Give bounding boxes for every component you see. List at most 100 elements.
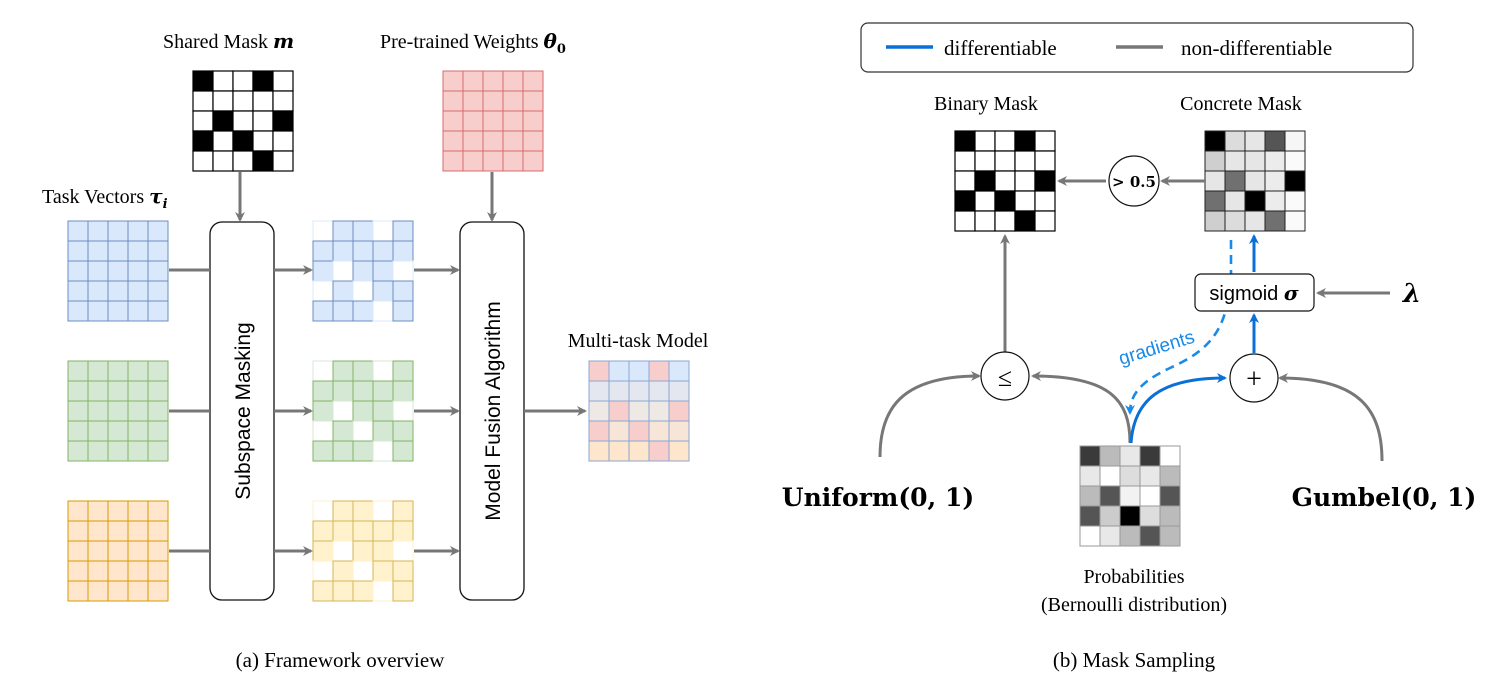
- grid-cell: [272, 90, 294, 112]
- grid-cell: [147, 380, 169, 402]
- grid-cell: [352, 580, 374, 602]
- grid-cell: [352, 240, 374, 262]
- multitask-model-grid: [588, 360, 690, 462]
- grid-cell: [1204, 210, 1226, 232]
- grid-cell: [232, 70, 254, 92]
- grid-cell: [87, 280, 109, 302]
- grid-cell: [522, 150, 544, 172]
- subspace-masking-label: Subspace Masking: [232, 322, 255, 499]
- grid-cell: [1159, 525, 1181, 547]
- grid-cell: [1014, 130, 1036, 152]
- grid-cell: [462, 110, 484, 132]
- grid-cell: [1119, 485, 1141, 507]
- grid-cell: [1079, 525, 1101, 547]
- arrow-uniform-to-leq: [878, 371, 981, 458]
- grid-cell: [332, 300, 354, 322]
- panel-a-framework-overview: Shared Mask m Pre-trained Weights θ0 Tas…: [42, 29, 709, 672]
- grid-cell: [372, 400, 394, 422]
- grid-cell: [272, 150, 294, 172]
- plus-node: +: [1229, 353, 1279, 403]
- grid-cell: [1079, 465, 1101, 487]
- grid-cell: [232, 130, 254, 152]
- grid-cell: [392, 380, 414, 402]
- grid-cell: [462, 150, 484, 172]
- grid-cell: [107, 420, 129, 442]
- grid-cell: [352, 420, 374, 442]
- grid-cell: [372, 240, 394, 262]
- uniform-label: Uniform(0, 1): [782, 483, 974, 512]
- grid-cell: [1159, 505, 1181, 527]
- grid-cell: [107, 580, 129, 602]
- grid-cell: [372, 540, 394, 562]
- grid-cell: [87, 540, 109, 562]
- grid-cell: [1204, 130, 1226, 152]
- grid-cell: [127, 420, 149, 442]
- grid-cell: [107, 220, 129, 242]
- grid-cell: [147, 540, 169, 562]
- sigmoid-label: sigmoid σ: [1209, 281, 1298, 305]
- grid-cell: [332, 380, 354, 402]
- grid-cell: [1079, 445, 1101, 467]
- pretrained-weights-grid: [442, 70, 544, 172]
- grid-cell: [392, 440, 414, 462]
- grid-cell: [1159, 485, 1181, 507]
- grid-cell: [1244, 190, 1266, 212]
- grid-cell: [147, 240, 169, 262]
- grid-cell: [502, 70, 524, 92]
- grid-cell: [1119, 505, 1141, 527]
- grid-cell: [1139, 465, 1161, 487]
- threshold-node: > 0.5: [1108, 155, 1160, 207]
- grid-cell: [232, 90, 254, 112]
- grid-cell: [1284, 190, 1306, 212]
- grid-cell: [588, 400, 610, 422]
- grid-cell: [1119, 445, 1141, 467]
- grid-cell: [482, 130, 504, 152]
- leq-node: ≤: [980, 351, 1030, 401]
- grid-cell: [67, 240, 89, 262]
- grid-cell: [147, 420, 169, 442]
- grid-cell: [107, 360, 129, 382]
- task-vector-grid-orange: [67, 500, 169, 602]
- grid-cell: [87, 400, 109, 422]
- grid-cell: [87, 240, 109, 262]
- grid-cell: [147, 280, 169, 302]
- grid-cell: [1139, 505, 1161, 527]
- masked-task-vector-grid-orange: [312, 500, 414, 602]
- grid-cell: [974, 130, 996, 152]
- grid-cell: [462, 130, 484, 152]
- grid-cell: [522, 110, 544, 132]
- grid-cell: [648, 440, 670, 462]
- grid-cell: [147, 560, 169, 582]
- probabilities-sublabel: (Bernoulli distribution): [1041, 594, 1227, 616]
- grid-cell: [312, 420, 334, 442]
- grid-cell: [482, 150, 504, 172]
- grid-cell: [502, 110, 524, 132]
- arrow-prob-to-plus: [1129, 373, 1227, 444]
- grid-cell: [668, 420, 690, 442]
- grid-cell: [372, 420, 394, 442]
- grid-cell: [67, 380, 89, 402]
- masked-task-vector-grid-green: [312, 360, 414, 462]
- grid-cell: [1264, 210, 1286, 232]
- grid-cell: [1014, 150, 1036, 172]
- grid-cell: [392, 420, 414, 442]
- grid-cell: [127, 560, 149, 582]
- grid-cell: [502, 90, 524, 112]
- grid-cell: [1204, 170, 1226, 192]
- grid-cell: [994, 130, 1016, 152]
- grid-cell: [954, 130, 976, 152]
- grid-cell: [1224, 130, 1246, 152]
- concrete-mask-label: Concrete Mask: [1180, 93, 1302, 115]
- shared-mask-grid: [192, 70, 294, 172]
- grid-cell: [1034, 170, 1056, 192]
- grid-cell: [954, 170, 976, 192]
- gradients-dashed-arrow: [1125, 240, 1233, 415]
- grid-cell: [67, 360, 89, 382]
- grid-cell: [1139, 485, 1161, 507]
- grid-cell: [232, 110, 254, 132]
- grid-cell: [442, 90, 464, 112]
- grid-cell: [1099, 525, 1121, 547]
- grid-cell: [107, 380, 129, 402]
- gradients-label: gradients: [1116, 327, 1197, 370]
- grid-cell: [312, 400, 334, 422]
